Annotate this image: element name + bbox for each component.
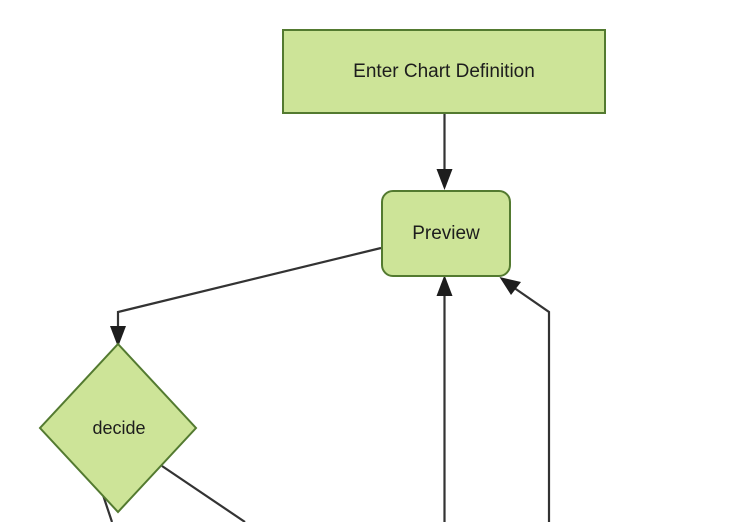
node-decide[interactable]: decide: [38, 342, 198, 514]
node-enter-chart-definition[interactable]: Enter Chart Definition: [282, 29, 606, 114]
edge-decide-out-right[interactable]: [161, 465, 246, 522]
edge-bottom-center-to-preview[interactable]: [436, 275, 453, 522]
edge-layer: [101, 113, 551, 522]
node-enter-chart-definition-shape: [282, 29, 606, 114]
edge-bottom-right-to-preview-arrowhead: [499, 277, 521, 295]
edge-bottom-center-to-preview-arrowhead: [436, 275, 453, 296]
node-preview[interactable]: Preview: [381, 190, 511, 277]
node-decide-shape: [38, 342, 198, 514]
edge-preview-to-decide-line: [116, 246, 382, 334]
edge-bottom-right-to-preview[interactable]: [499, 277, 551, 522]
edge-enter-to-preview[interactable]: [436, 113, 453, 190]
edge-preview-to-decide-arrowhead: [110, 326, 126, 347]
edge-decide-out-right-line: [161, 465, 246, 522]
edge-decide-out-left[interactable]: [101, 494, 114, 522]
edge-enter-to-preview-arrowhead: [436, 169, 453, 190]
edge-decide-out-left-line: [101, 494, 114, 522]
node-preview-shape: [381, 190, 511, 277]
edge-bottom-right-to-preview-line: [509, 284, 551, 522]
edge-preview-to-decide[interactable]: [110, 246, 382, 347]
node-layer: Enter Chart Definition Preview decide: [38, 29, 606, 514]
